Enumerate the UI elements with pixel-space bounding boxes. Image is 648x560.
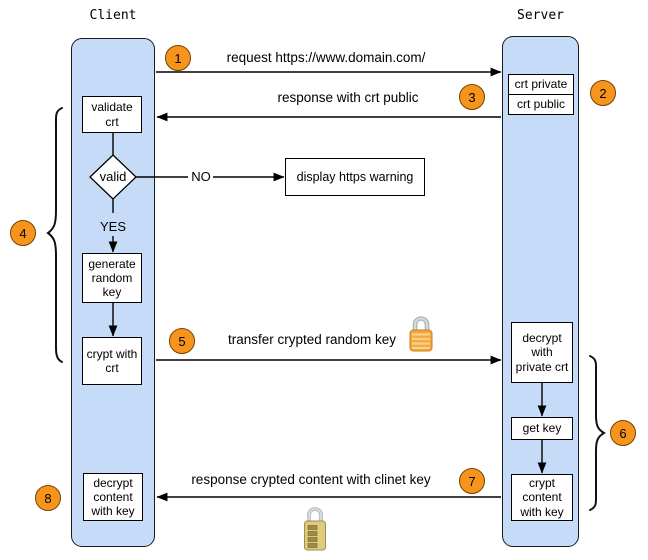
response-public-message-label: response with crt public bbox=[277, 90, 419, 105]
client-lane-title: Client bbox=[89, 8, 137, 23]
crypt-content-with-key-box: crypt content with key bbox=[511, 474, 573, 521]
step-7-number: 7 bbox=[468, 473, 476, 489]
step-badge-2: 2 bbox=[590, 80, 616, 106]
decrypt-content-with-key-box: decrypt content with key bbox=[83, 473, 143, 521]
step-4-number: 4 bbox=[19, 225, 27, 241]
request-message-label: request https://www.domain.com/ bbox=[226, 50, 426, 65]
server-lane-title: Server bbox=[517, 8, 564, 23]
step-3-number: 3 bbox=[468, 89, 476, 105]
yes-branch-label: YES bbox=[99, 219, 126, 234]
server-group-brace bbox=[589, 355, 607, 511]
step-badge-8: 8 bbox=[35, 485, 61, 511]
crt-public-box: crt public bbox=[508, 94, 574, 115]
response-content-message-label: response crypted content with clinet key bbox=[191, 472, 431, 487]
validate-crt-box: validate crt bbox=[82, 96, 142, 133]
crypt-with-crt-box: crypt with crt bbox=[82, 337, 142, 385]
combination-padlock-icon bbox=[304, 507, 326, 551]
display-https-warning-box: display https warning bbox=[285, 158, 425, 196]
step-8-number: 8 bbox=[44, 490, 52, 506]
step-6-number: 6 bbox=[619, 425, 627, 441]
server-lane bbox=[502, 36, 579, 547]
step-badge-7: 7 bbox=[459, 468, 485, 494]
no-branch-label: NO bbox=[189, 169, 213, 184]
step-5-number: 5 bbox=[178, 333, 186, 349]
step-badge-4: 4 bbox=[10, 220, 36, 246]
message-arrows bbox=[156, 67, 502, 502]
step-2-number: 2 bbox=[599, 85, 607, 101]
decrypt-with-private-crt-box: decrypt with private crt bbox=[511, 322, 573, 383]
generate-random-key-box: generate random key bbox=[82, 253, 142, 303]
step-badge-6: 6 bbox=[610, 420, 636, 446]
step-badge-3: 3 bbox=[459, 84, 485, 110]
valid-decision-label: valid bbox=[99, 169, 127, 184]
step-1-number: 1 bbox=[174, 50, 182, 66]
get-key-box: get key bbox=[511, 417, 573, 440]
step-badge-5: 5 bbox=[169, 328, 195, 354]
transfer-key-message-label: transfer crypted random key bbox=[227, 332, 397, 347]
client-group-brace bbox=[46, 107, 63, 363]
crt-private-box: crt private bbox=[508, 74, 574, 95]
step-badge-1: 1 bbox=[165, 45, 191, 71]
